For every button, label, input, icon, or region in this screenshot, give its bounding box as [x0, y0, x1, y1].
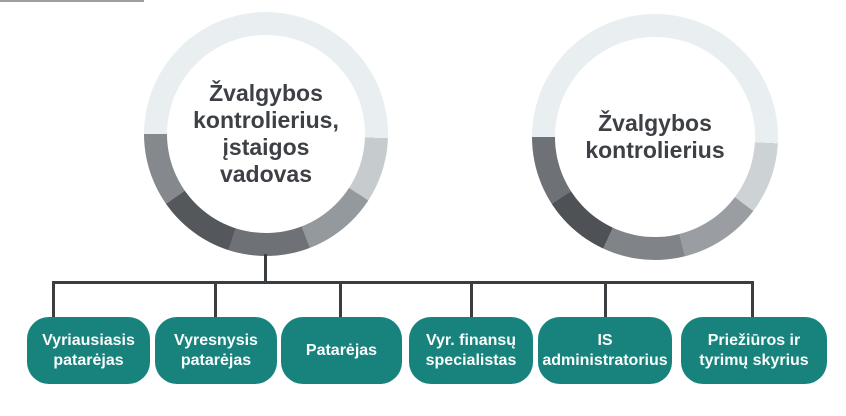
- connector-drop-line-3: [339, 283, 342, 318]
- role-box-vyresnysis-patarejas: Vyresnysis patarėjas: [155, 317, 277, 384]
- role-box-label-line: tyrimų skyrius: [699, 351, 809, 369]
- role-box-label-line: administratorius: [542, 351, 668, 369]
- head-node-controller-line: kontrolierius: [585, 137, 725, 163]
- head-node-controller: Žvalgybos kontrolierius: [555, 37, 755, 237]
- role-box-label-line: patarėjas: [180, 351, 252, 369]
- role-box-label-line: Vyr. finansų: [425, 331, 517, 349]
- connector-heads-horizontal-line: [0, 0, 144, 2]
- role-box-is-administratorius: IS administratorius: [538, 317, 672, 384]
- head-node-ring-controller: Žvalgybos kontrolierius: [532, 14, 778, 260]
- head-node-director-line: Žvalgybos: [209, 80, 323, 107]
- head-node-director: Žvalgybos kontrolierius, įstaigos vadova…: [167, 35, 365, 233]
- head-node-director-line: įstaigos: [222, 134, 310, 160]
- connector-drop-line-5: [604, 283, 607, 318]
- role-box-label-line: patarėjas: [53, 351, 124, 369]
- connector-drop-line-6: [751, 283, 754, 318]
- head-node-director-label: Žvalgybos kontrolierius, įstaigos vadova…: [193, 80, 339, 188]
- head-node-ring-director: Žvalgybos kontrolierius, įstaigos vadova…: [144, 12, 388, 256]
- role-box-label-line: specialistas: [425, 351, 517, 369]
- role-box-label-line: Vyresnysis: [174, 331, 258, 349]
- role-box-vyr-finansu-specialistas: Vyr. finansų specialistas: [409, 317, 533, 384]
- connector-drop-line-1: [52, 283, 55, 318]
- role-box-prieziuros-ir-tyrimu-skyrius: Priežiūros ir tyrimų skyrius: [681, 317, 827, 384]
- role-box-label-line: IS: [597, 331, 613, 349]
- role-box-label-line: Patarėjas: [305, 341, 378, 359]
- connector-drop-line-2: [214, 283, 217, 318]
- connector-main-horizontal-line: [52, 281, 754, 284]
- head-node-controller-label: Žvalgybos kontrolierius: [585, 110, 724, 164]
- head-node-director-line: vadovas: [219, 160, 313, 187]
- connector-drop-line-4: [470, 283, 473, 318]
- head-node-controller-line: Žvalgybos: [598, 110, 712, 137]
- role-box-patarejas: Patarėjas: [281, 317, 402, 384]
- connector-stem-line: [264, 254, 267, 283]
- role-box-label-line: Vyriausiasis: [42, 331, 135, 349]
- role-box-label-line: Priežiūros ir: [707, 331, 801, 349]
- role-box-vyriausiasis-patarejas: Vyriausiasis patarėjas: [27, 317, 150, 384]
- head-node-director-line: kontrolierius,: [193, 107, 339, 134]
